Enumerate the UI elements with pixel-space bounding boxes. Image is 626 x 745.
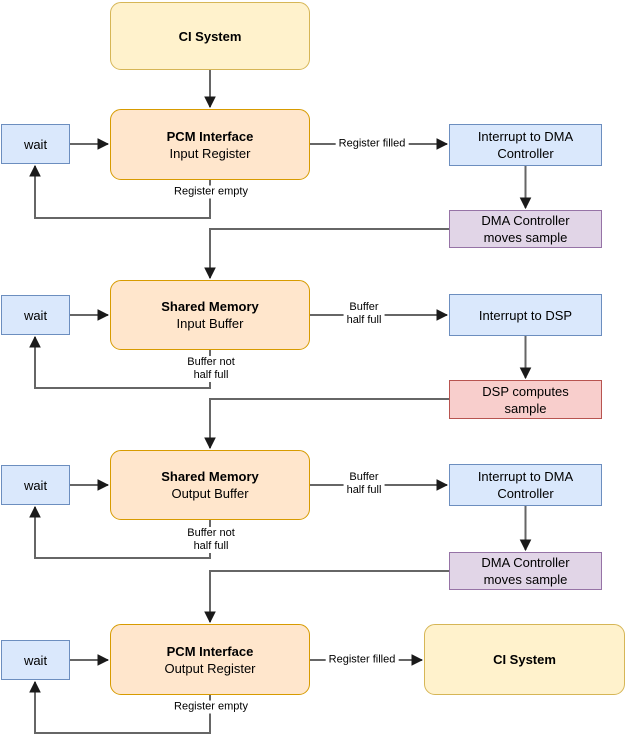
edge-label-buffer-not-half-full-2: Buffer not half full [184,527,238,553]
connector-dma-moves1-to-shared-in [210,228,449,278]
node-label-line1: DMA Controller [481,555,570,570]
node-label-line1: Shared Memory [161,469,259,484]
node-label-line1: Shared Memory [161,299,259,314]
edge-label-buffer-half-full-1: Buffer half full [343,301,385,327]
node-label: wait [23,307,48,323]
node-pcm-output-register: PCM Interface Output Register [110,624,310,695]
node-label-line1: Interrupt to DMA [477,129,574,144]
node-dma-moves-sample-2: DMA Controller moves sample [449,552,602,590]
node-label-line2: Input Buffer [176,316,244,331]
node-ci-system-top: CI System [110,2,310,70]
node-ci-system-bottom: CI System [424,624,625,695]
node-label-line2: moves sample [483,572,568,587]
node-label: CI System [493,652,556,667]
node-dma-moves-sample-1: DMA Controller moves sample [449,210,602,248]
node-interrupt-to-dma-2: Interrupt to DMA Controller [449,464,602,506]
node-label: wait [23,652,48,668]
edge-label-register-filled-bottom: Register filled [325,653,399,667]
connector-pcm-out-to-wait4-loop [35,682,211,734]
node-label-line1: PCM Interface [166,128,254,144]
edge-label-register-filled-top: Register filled [335,137,409,151]
node-label-line1: PCM Interface [166,643,254,659]
edge-label-buffer-not-half-full-1: Buffer not half full [184,356,238,382]
node-shared-memory-input-buffer: Shared Memory Input Buffer [110,280,310,350]
node-interrupt-to-dma-1: Interrupt to DMA Controller [449,124,602,166]
node-wait-1: wait [1,124,70,164]
node-label-line2: Controller [497,486,554,501]
edge-label-register-empty-bottom: Register empty [171,700,251,714]
connector-pcm-in-to-wait1-loop [35,166,211,219]
node-wait-3: wait [1,465,70,505]
node-label-line2: Controller [497,146,554,161]
node-pcm-input-register: PCM Interface Input Register [110,109,310,180]
node-label-line2: sample [504,400,547,416]
edge-label-register-empty-top: Register empty [171,185,251,199]
node-shared-memory-output-buffer: Shared Memory Output Buffer [110,450,310,520]
node-wait-2: wait [1,295,70,335]
node-wait-4: wait [1,640,70,680]
node-label-line2: Input Register [169,145,251,161]
connector-dsp-computes-to-shared-out [210,398,449,448]
node-label-line2: Output Buffer [171,486,249,501]
node-label: wait [23,136,48,152]
node-label: wait [23,477,48,493]
node-interrupt-to-dsp: Interrupt to DSP [449,294,602,336]
edge-label-buffer-half-full-2: Buffer half full [343,471,385,497]
node-label-line2: Output Register [164,660,256,676]
connector-dma-moves2-to-pcm-out [210,570,449,622]
node-label: CI System [178,28,242,44]
node-label: Interrupt to DSP [478,307,573,323]
node-label-line1: DMA Controller [481,213,570,228]
node-label-line1: Interrupt to DMA [477,469,574,484]
node-label-line1: DSP computes [482,383,569,399]
node-dsp-computes-sample: DSP computes sample [449,380,602,419]
node-label-line2: moves sample [483,230,568,245]
